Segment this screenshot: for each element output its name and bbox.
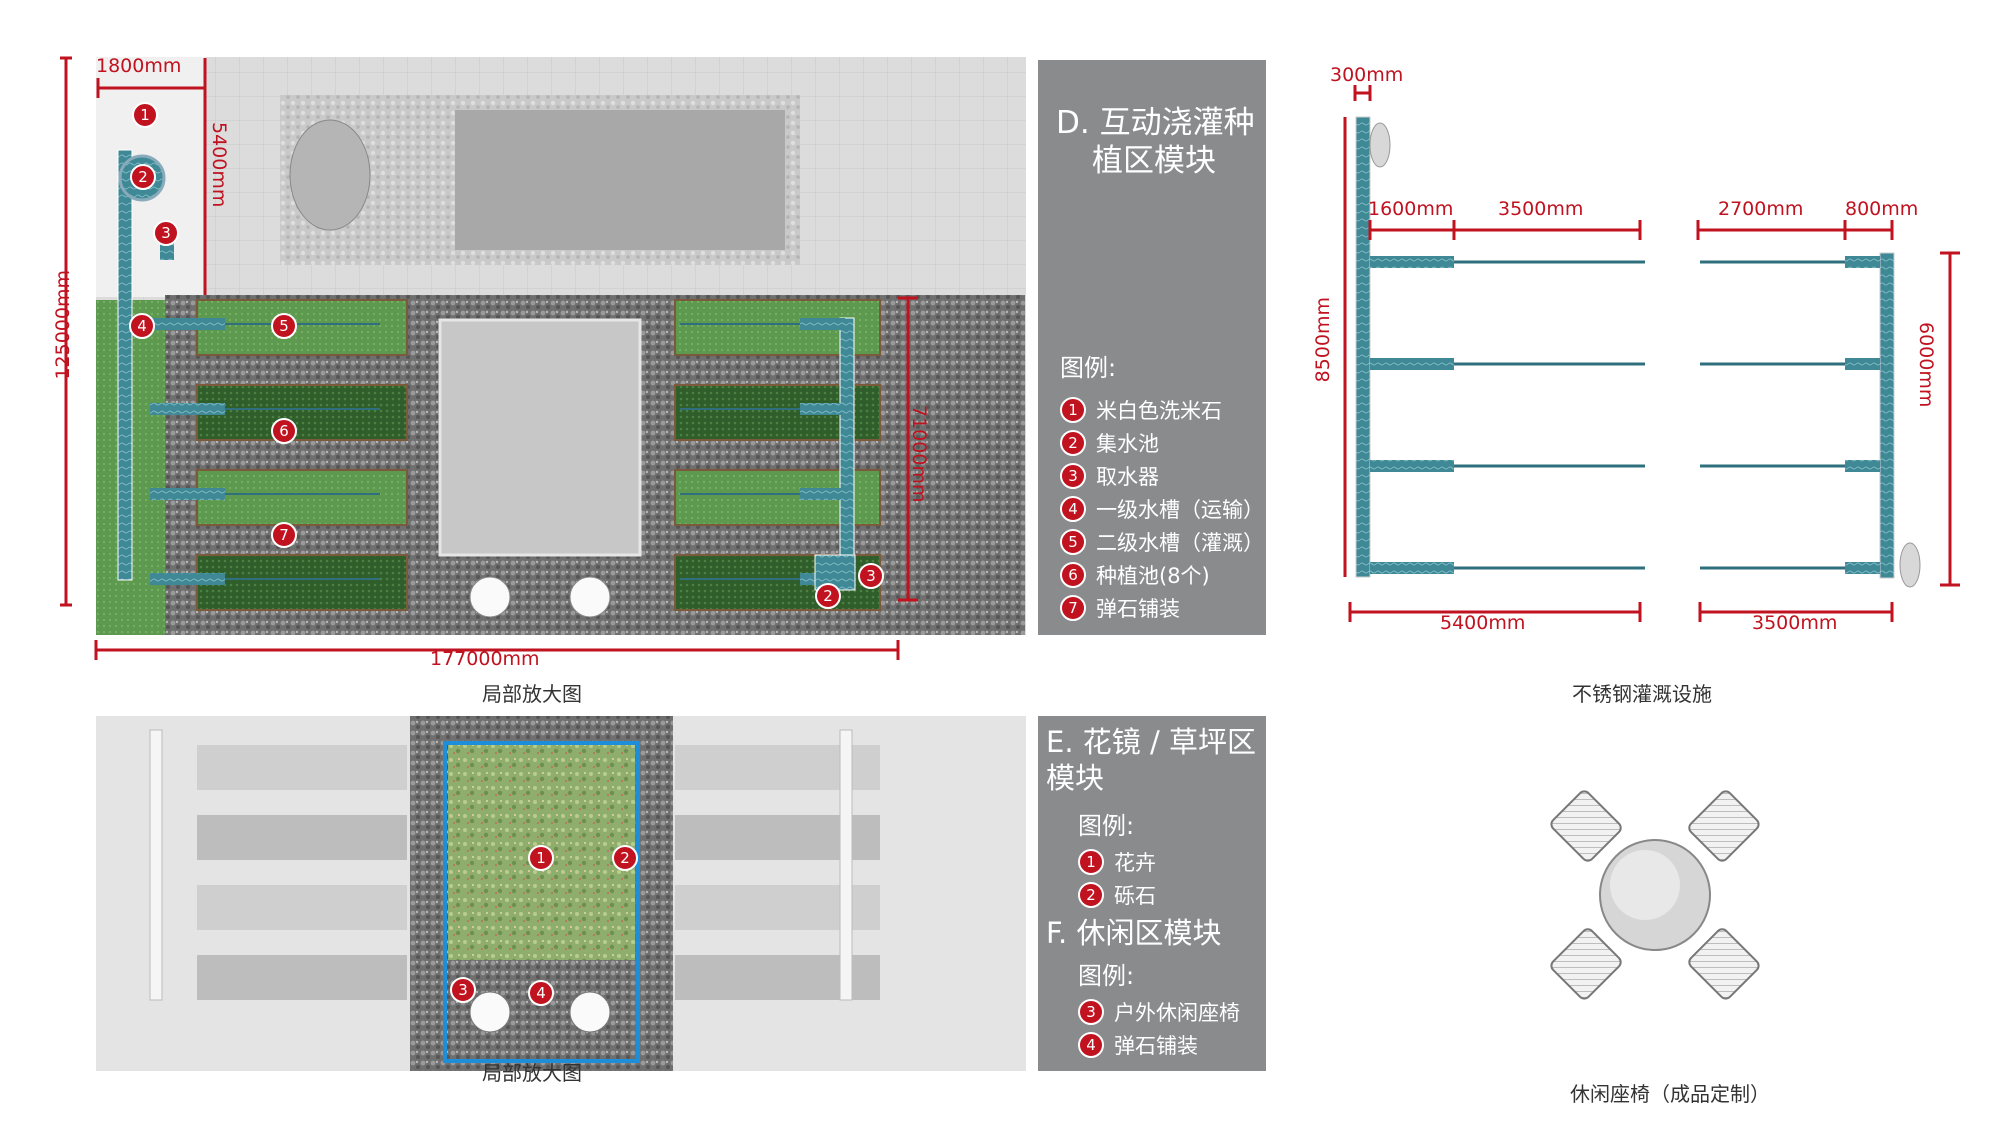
panel-e-title-line1: E. 花镜 / 草坪区 bbox=[1046, 725, 1256, 759]
secondary-channel bbox=[150, 318, 225, 330]
dim-width-top: 1800mm bbox=[96, 55, 182, 77]
chair bbox=[1550, 928, 1622, 1000]
legend-heading: 图例: bbox=[1078, 812, 1135, 840]
marker-3: 3 bbox=[153, 220, 179, 246]
panel-e-title-line2: 模块 bbox=[1046, 761, 1105, 795]
dim-800: 800mm bbox=[1845, 198, 1919, 220]
chair bbox=[1550, 790, 1622, 862]
panel-d-title-line1: D. 互动浇灌种 bbox=[1056, 105, 1255, 141]
legend-heading: 图例: bbox=[1078, 962, 1135, 990]
seat-caption: 休闲座椅（成品定制） bbox=[1570, 1082, 1770, 1106]
chair bbox=[1688, 790, 1760, 862]
marker-flowers: 1 bbox=[528, 845, 554, 871]
dim-5400: 5400mm bbox=[1440, 612, 1526, 634]
secondary-channel bbox=[150, 403, 225, 415]
dim-height-total: 125000mm bbox=[52, 270, 74, 380]
highlight-outline bbox=[443, 741, 640, 1063]
panel-d-title-line2: 植区模块 bbox=[1092, 143, 1216, 179]
irrigation-facility bbox=[1343, 85, 1960, 622]
marker-6: 6 bbox=[271, 418, 297, 444]
planting-bed bbox=[196, 469, 408, 526]
planting-bed bbox=[196, 384, 408, 441]
planting-bed bbox=[196, 554, 408, 611]
plan-top bbox=[60, 56, 1026, 660]
marker-paving: 4 bbox=[528, 980, 554, 1006]
plan-top-caption: 局部放大图 bbox=[482, 682, 582, 706]
dim-width-total: 177000mm bbox=[430, 648, 540, 670]
dim-right-height: 71000mm bbox=[908, 405, 930, 503]
plan-bottom bbox=[96, 716, 1026, 1071]
panel-e-title: E. 花镜 / 草坪区 模块 bbox=[1046, 724, 1256, 796]
secondary-channel bbox=[150, 488, 225, 500]
chair bbox=[1688, 928, 1760, 1000]
white-stepping-stone bbox=[469, 576, 511, 618]
plan-bottom-caption: 局部放大图 bbox=[482, 1061, 582, 1085]
marker-gravel: 2 bbox=[612, 845, 638, 871]
facility-dimension-lines bbox=[1343, 85, 1960, 622]
marker-3-right: 3 bbox=[858, 563, 884, 589]
dimension-lines bbox=[60, 56, 918, 660]
primary-channel bbox=[117, 149, 133, 581]
panel-f-title: F. 休闲区模块 bbox=[1046, 916, 1222, 950]
center-plaza bbox=[438, 318, 642, 557]
dim-3500-bottom: 3500mm bbox=[1752, 612, 1838, 634]
marker-4: 4 bbox=[129, 313, 155, 339]
top-pond bbox=[455, 110, 785, 250]
dim-300: 300mm bbox=[1330, 64, 1404, 86]
leisure-seat bbox=[1550, 790, 1760, 1000]
marker-5: 5 bbox=[271, 313, 297, 339]
primary-channel bbox=[839, 317, 855, 584]
marker-seat: 3 bbox=[450, 977, 476, 1003]
marker-1: 1 bbox=[132, 102, 158, 128]
panel-d-title: D. 互动浇灌种 植区模块 bbox=[1056, 104, 1255, 180]
marker-2: 2 bbox=[130, 164, 156, 190]
secondary-channel bbox=[150, 573, 225, 585]
facility-caption: 不锈钢灌溉设施 bbox=[1572, 682, 1712, 706]
marker-2-right: 2 bbox=[815, 583, 841, 609]
white-stepping-stone bbox=[569, 576, 611, 618]
vertical-trough-right bbox=[1879, 252, 1895, 579]
dim-3500-top: 3500mm bbox=[1498, 198, 1584, 220]
dim-2700: 2700mm bbox=[1718, 198, 1804, 220]
oval-fountain bbox=[289, 119, 371, 231]
dim-6000: 6000mm bbox=[1915, 322, 1937, 408]
legend-heading: 图例: bbox=[1060, 354, 1117, 382]
dim-depth: 5400mm bbox=[208, 122, 230, 208]
planting-bed bbox=[196, 299, 408, 356]
dim-8500: 8500mm bbox=[1312, 297, 1334, 383]
marker-7: 7 bbox=[271, 522, 297, 548]
dim-1600: 1600mm bbox=[1368, 198, 1454, 220]
vertical-trough-left bbox=[1355, 116, 1371, 578]
